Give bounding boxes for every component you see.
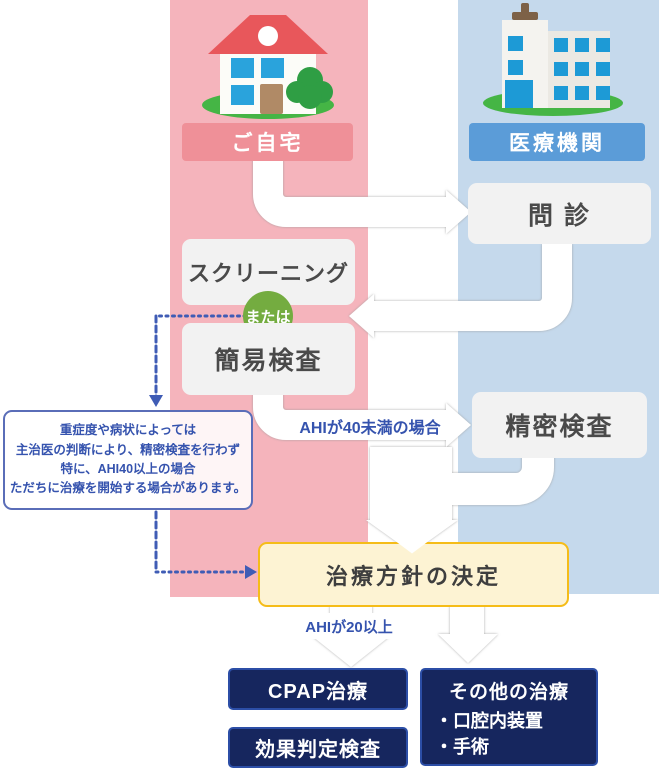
dotted-arrowhead-right — [245, 565, 257, 579]
other-treatment-title: その他の治療 — [448, 682, 569, 703]
other-treatment-item: ・手術 — [435, 737, 489, 758]
tree-icon — [286, 67, 333, 109]
dotted-arrowhead-down — [149, 395, 163, 407]
ahi20-edge-label: AHIが20以上 — [286, 613, 412, 639]
other-treatment-box: その他の治療 ・口腔内装置 ・手術 — [420, 668, 598, 766]
interview-box: 問 診 — [468, 183, 651, 244]
home-banner: ご自宅 — [182, 123, 353, 161]
arrow-detailed-to-decision — [366, 447, 554, 553]
arrow-interview-to-tests — [349, 244, 572, 338]
hospital-windows — [505, 36, 610, 108]
note-line: 主治医の判断により、精密検査を行わず — [15, 442, 241, 457]
decision-box: 治療方針の決定 — [258, 542, 569, 607]
arrow-decision-to-other — [438, 605, 498, 663]
cpap-treatment-box: CPAP治療 — [228, 668, 408, 710]
house-icon — [202, 15, 334, 119]
ahi40-edge-label: AHIが40未満の場合 — [299, 420, 441, 437]
arrow-simple-to-detailed — [253, 394, 471, 447]
arrow-home-to-interview — [253, 150, 471, 234]
detailed-test-box: 精密検査 — [472, 392, 647, 458]
simple-test-box: 簡易検査 — [182, 323, 355, 395]
dotted-connector — [149, 314, 257, 579]
arrow-down-to-decision — [366, 447, 458, 553]
hospital-icon — [483, 3, 623, 116]
note-line: ただちに治療を開始する場合があります。 — [9, 481, 247, 496]
note-line: 重症度や病状によっては — [59, 423, 197, 438]
note-box: 重症度や病状によっては 主治医の判断により、精密検査を行わず 特に、AHI40以… — [3, 410, 253, 510]
note-line: 特に、AHI40以上の場合 — [60, 462, 196, 476]
effect-check-box: 効果判定検査 — [228, 727, 408, 768]
medical-banner: 医療機関 — [469, 123, 645, 161]
other-treatment-item: ・口腔内装置 — [435, 711, 543, 731]
